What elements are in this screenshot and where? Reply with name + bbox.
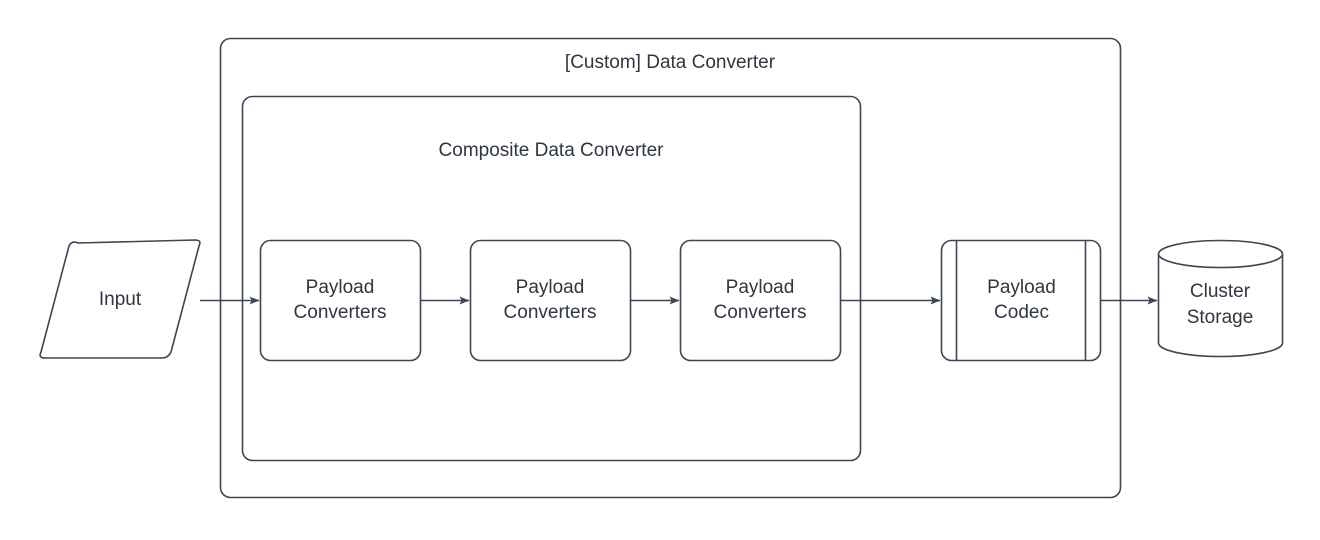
node-payload-converters-3-shape[interactable] <box>679 239 842 362</box>
node-cluster-storage-shape[interactable] <box>1157 239 1284 358</box>
node-payload-converters-1-shape[interactable] <box>259 239 422 362</box>
node-input-shape[interactable] <box>39 239 201 359</box>
node-payload-codec-shape[interactable] <box>940 239 1102 362</box>
node-payload-converters-2-shape[interactable] <box>469 239 632 362</box>
